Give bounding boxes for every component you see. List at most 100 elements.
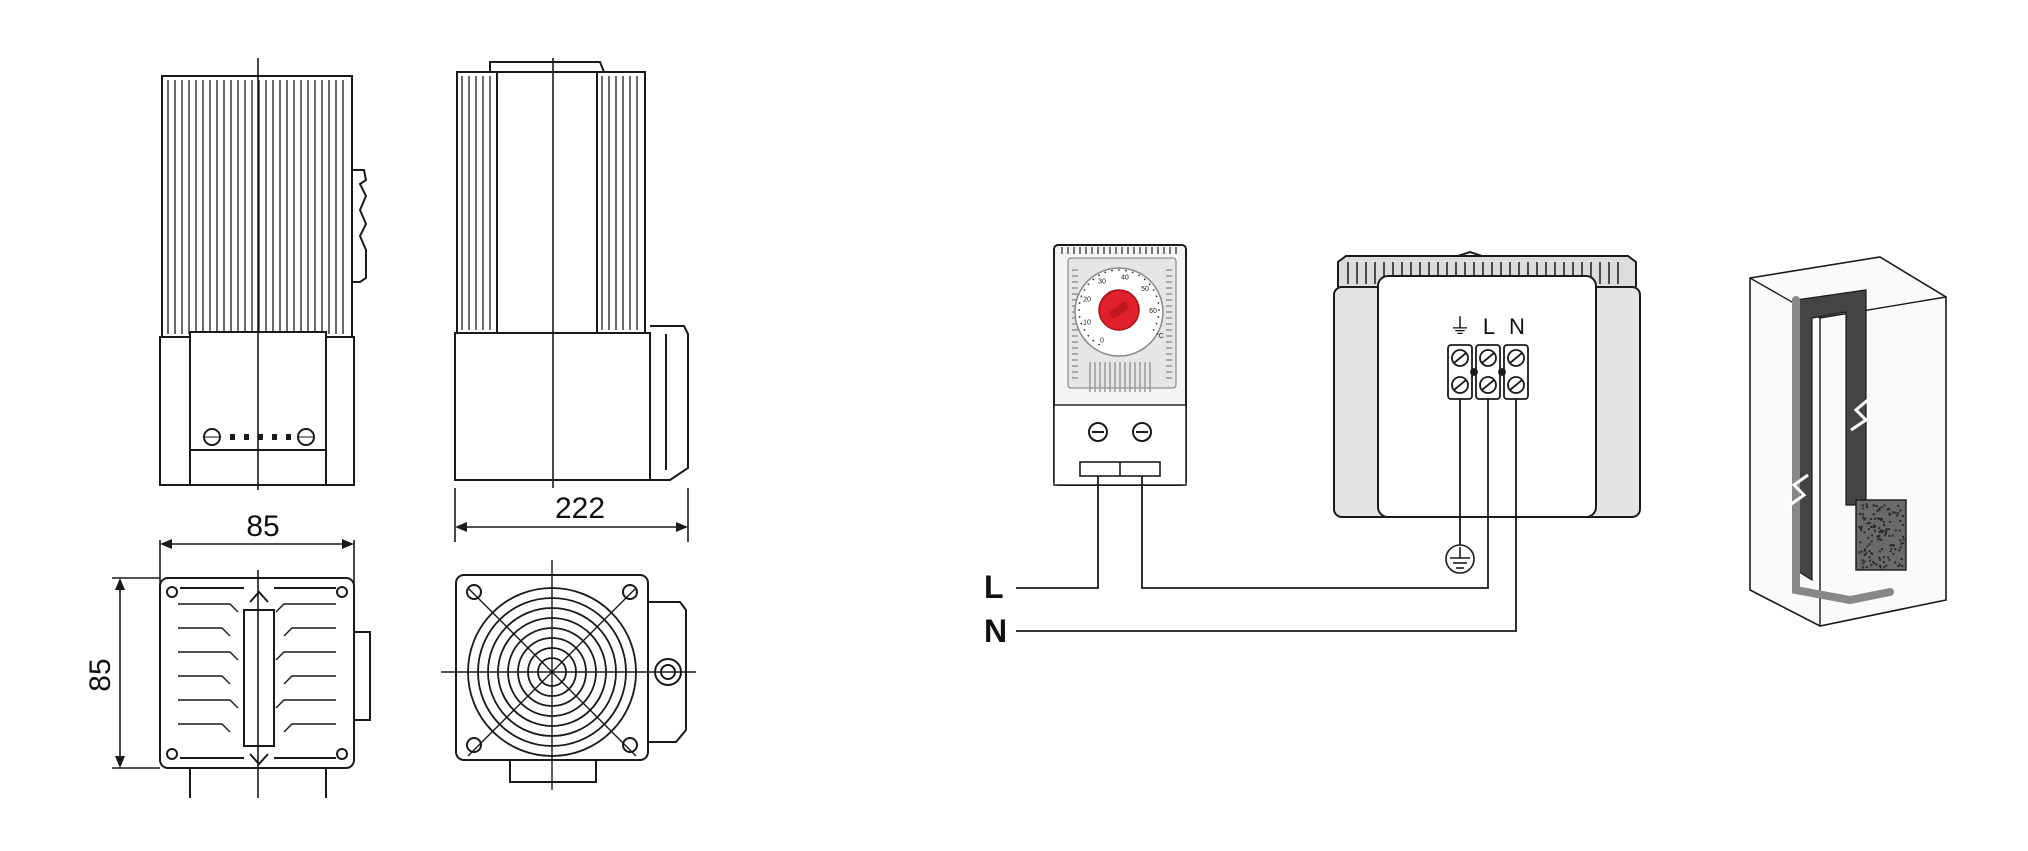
texture-dot [1888, 534, 1891, 537]
slot-line [178, 603, 239, 613]
texture-dot [1860, 550, 1863, 553]
mini-heater-texture [1858, 503, 1905, 569]
slot-line [283, 675, 336, 685]
dial-tick [1104, 271, 1107, 274]
slot-line [275, 603, 336, 613]
line-wire-label: L [984, 569, 1004, 605]
texture-dot [1876, 535, 1879, 538]
dial-number: 10 [1083, 320, 1091, 327]
dial-tick [1078, 309, 1080, 311]
texture-dot [1884, 531, 1887, 534]
texture-dot [1866, 522, 1869, 525]
texture-dot [1899, 546, 1902, 549]
texture-dot [1876, 510, 1879, 512]
slot-line [275, 651, 336, 661]
texture-dot [1900, 542, 1903, 545]
texture-dot [1883, 566, 1886, 569]
texture-dot [1882, 520, 1885, 523]
texture-dot [1867, 536, 1870, 539]
texture-dot [1873, 529, 1876, 532]
texture-dot [1886, 508, 1889, 511]
side-view [454, 58, 689, 488]
dial-tick [1078, 302, 1081, 304]
texture-dot [1881, 531, 1884, 534]
dial-tick [1083, 289, 1086, 291]
top-depth-label: 85 [84, 658, 117, 691]
texture-dot [1865, 503, 1868, 506]
texture-dot [1891, 534, 1894, 537]
texture-dot [1891, 543, 1893, 546]
dial-number: 20 [1083, 296, 1091, 303]
texture-dot [1880, 538, 1883, 541]
texture-dot [1892, 511, 1895, 514]
texture-dot [1888, 521, 1891, 523]
texture-dot [1894, 561, 1897, 564]
dial-tick [1155, 295, 1158, 298]
texture-dot [1875, 505, 1878, 507]
texture-dot [1873, 562, 1876, 565]
dial-tick [1087, 283, 1090, 286]
texture-dot [1882, 556, 1885, 559]
texture-dot [1863, 553, 1866, 556]
texture-dot [1888, 528, 1890, 531]
ground-symbol [1445, 544, 1475, 574]
enclosure-airflow [1749, 256, 1947, 627]
texture-dot [1870, 525, 1873, 528]
thermostat-side-ribs [1072, 269, 1172, 379]
texture-dot [1889, 550, 1892, 553]
dial-tick [1098, 343, 1100, 346]
texture-dot [1885, 533, 1887, 535]
texture-dot [1863, 518, 1866, 521]
texture-dot [1859, 541, 1862, 544]
texture-dot [1894, 529, 1897, 532]
neutral-wire-label: N [984, 613, 1007, 649]
top-depth-dimension [112, 577, 160, 769]
texture-dot [1892, 544, 1895, 546]
dial-number: 0 [1100, 337, 1104, 344]
terminal-line-label: L [1483, 314, 1495, 339]
texture-dot [1883, 504, 1886, 507]
texture-dot [1861, 562, 1864, 565]
texture-dot [1896, 514, 1899, 517]
dial-tick [1118, 269, 1120, 271]
texture-dot [1882, 530, 1885, 532]
texture-dot [1878, 531, 1881, 534]
texture-dot [1859, 512, 1862, 515]
dial-tick [1155, 322, 1158, 325]
slot-line [178, 723, 231, 733]
texture-dot [1889, 544, 1892, 547]
front-view-fins [167, 80, 344, 334]
texture-dot [1870, 552, 1873, 555]
texture-dot [1859, 527, 1862, 530]
slot-line [178, 699, 239, 709]
texture-dot [1885, 564, 1888, 567]
slot-line [275, 699, 336, 709]
dial-tick [1157, 302, 1160, 304]
texture-dot [1878, 507, 1881, 510]
wiring-lines [1016, 399, 1517, 632]
texture-dot [1899, 509, 1902, 512]
dial-tick [1080, 322, 1083, 325]
dial-tick [1092, 339, 1095, 342]
texture-dot [1879, 558, 1881, 561]
texture-dot [1868, 550, 1871, 553]
dial-tick [1078, 316, 1081, 318]
texture-dot [1869, 559, 1871, 562]
texture-dot [1883, 534, 1886, 537]
texture-dot [1878, 550, 1881, 553]
texture-dot [1862, 566, 1865, 569]
dial-tick [1098, 274, 1100, 277]
heater-housing [1333, 250, 1641, 518]
side-view-fins-right [601, 76, 638, 330]
texture-dot [1865, 552, 1868, 555]
dial-number: 60 [1149, 308, 1157, 315]
texture-dot [1897, 565, 1900, 567]
texture-dot [1872, 513, 1875, 516]
texture-dot [1888, 507, 1891, 510]
texture-dot [1899, 519, 1902, 522]
texture-dot [1868, 521, 1871, 524]
dial-tick [1080, 295, 1083, 298]
dial-tick [1148, 283, 1151, 286]
dial-number: 30 [1098, 279, 1106, 286]
